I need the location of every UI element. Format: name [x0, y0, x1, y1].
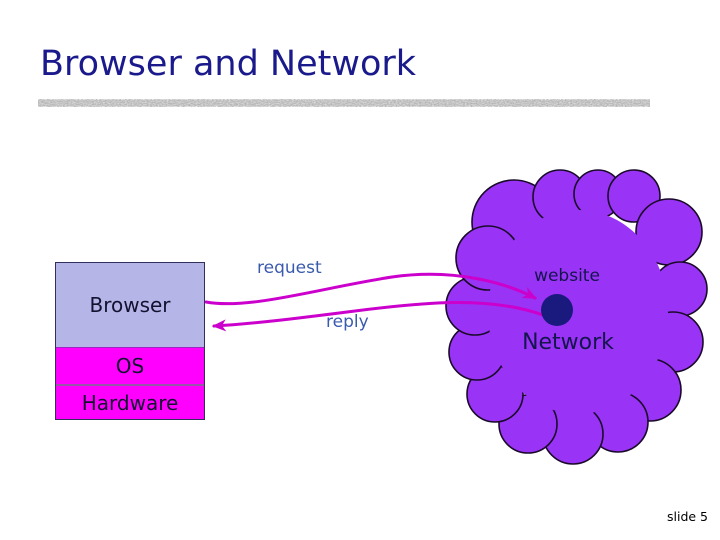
reply-arrow	[212, 301, 545, 332]
request-arrow	[204, 272, 537, 306]
stack-cell-hardware: Hardware	[56, 384, 204, 419]
protocol-stack: Browser OS Hardware	[55, 262, 205, 420]
hardware-label: Hardware	[81, 390, 179, 415]
os-label: OS	[115, 354, 145, 379]
browser-label: Browser	[89, 293, 171, 318]
stack-cell-os: OS	[56, 347, 204, 385]
reply-label: reply	[326, 312, 369, 332]
website-dot	[541, 294, 573, 326]
slide-title: Browser and Network	[40, 44, 417, 84]
title-underline	[38, 99, 650, 107]
slide-number: slide 5	[666, 509, 708, 524]
website-label: website	[534, 266, 600, 286]
stack-cell-browser: Browser	[56, 263, 204, 348]
network-cloud	[445, 169, 708, 465]
network-label: Network	[522, 330, 614, 355]
request-label: request	[257, 258, 322, 278]
